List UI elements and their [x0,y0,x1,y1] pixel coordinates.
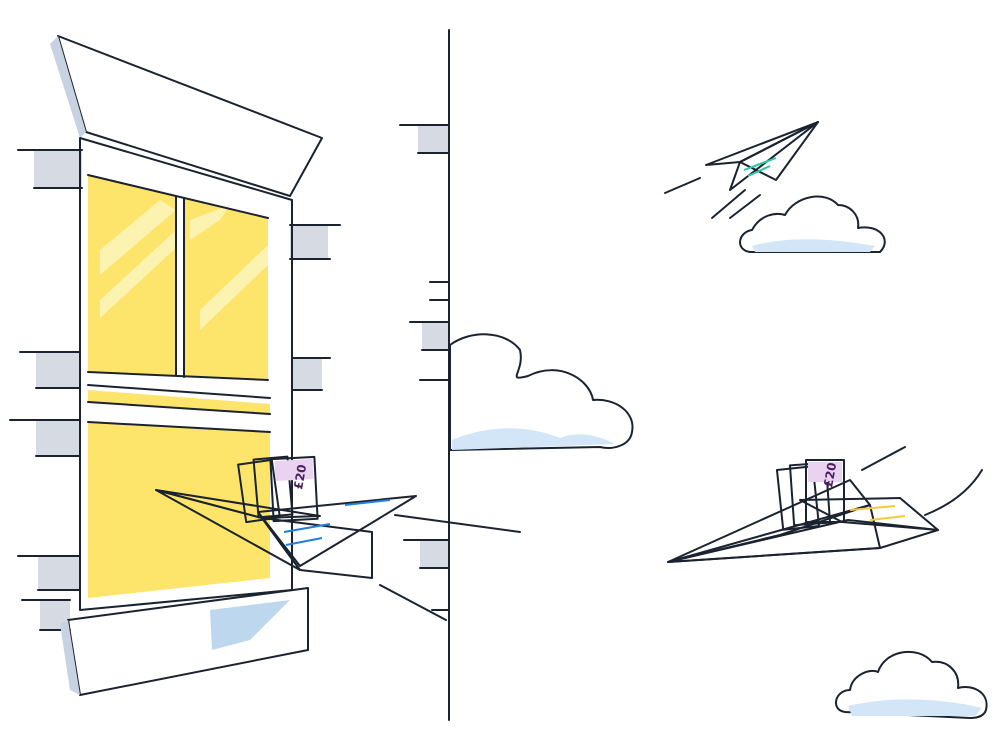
paper-plane-green [664,121,819,219]
banknotes-yellow: £20 [775,459,845,531]
wall-bricks [9,124,449,631]
paper-plane-yellow: £20 [667,446,983,563]
cloud-middle [449,333,634,451]
banknotes-blue: £20 [237,455,319,524]
banknote-label-blue: £20 [291,463,309,490]
paper-plane-blue: £20 [155,455,521,621]
banknote-label-yellow: £20 [821,461,839,488]
cloud-bottom-right [835,650,988,719]
cloud-top-right [739,195,886,253]
window [50,35,323,696]
